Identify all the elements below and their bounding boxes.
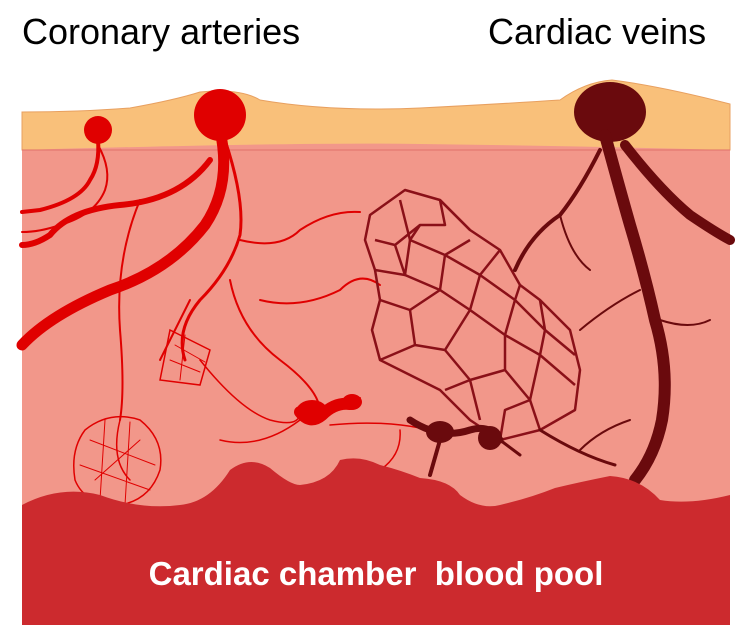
coronary-arteries-label: Coronary arteries [22,14,300,50]
cardiac-veins-label: Cardiac veins [488,14,706,50]
blood-pool-label: Cardiac chamber blood pool [22,557,730,590]
